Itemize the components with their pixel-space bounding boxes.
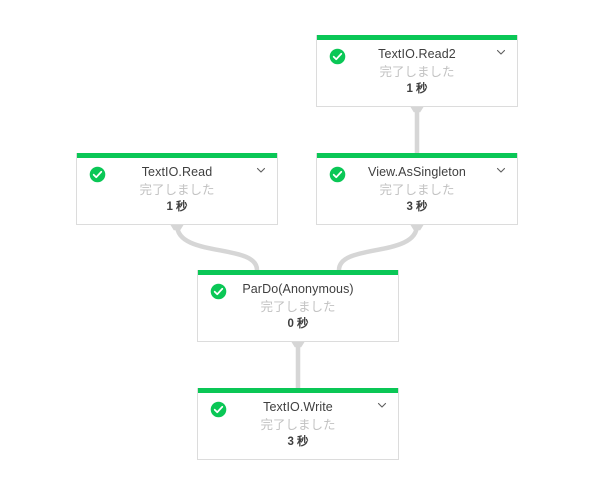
node-body: View.AsSingleton 完了しました 3 秒: [317, 158, 517, 224]
chevron-down-icon[interactable]: [495, 46, 507, 58]
graph-node-view-assingleton[interactable]: View.AsSingleton 完了しました 3 秒: [316, 153, 518, 225]
node-title: TextIO.Read2: [378, 47, 456, 61]
node-duration: 3 秒: [406, 201, 428, 213]
edge-source-nub: [410, 225, 424, 231]
graph-node-textio-read2[interactable]: TextIO.Read2 完了しました 1 秒: [316, 35, 518, 107]
check-circle-icon: [329, 48, 346, 65]
graph-edge: [174, 224, 260, 271]
check-circle-icon: [210, 283, 227, 300]
node-body: ParDo(Anonymous) 完了しました 0 秒: [198, 275, 398, 341]
node-status-label: 完了しました: [139, 183, 215, 197]
graph-node-textio-read[interactable]: TextIO.Read 完了しました 1 秒: [76, 153, 278, 225]
node-text-block: TextIO.Write 完了しました 3 秒: [198, 399, 398, 451]
node-text-block: TextIO.Read2 完了しました 1 秒: [317, 46, 517, 98]
chevron-down-icon[interactable]: [495, 164, 507, 176]
node-text-block: View.AsSingleton 完了しました 3 秒: [317, 164, 517, 216]
edge-source-nub: [410, 107, 424, 113]
node-body: TextIO.Read 完了しました 1 秒: [77, 158, 277, 224]
node-status-label: 完了しました: [260, 418, 336, 432]
graph-edge: [336, 224, 420, 271]
node-status-bar: [77, 153, 277, 158]
node-status-bar: [198, 388, 398, 393]
node-body: TextIO.Read2 完了しました 1 秒: [317, 40, 517, 106]
graph-node-pardo-anonymous[interactable]: ParDo(Anonymous) 完了しました 0 秒: [197, 270, 399, 342]
node-status-label: 完了しました: [379, 183, 455, 197]
node-title: View.AsSingleton: [368, 165, 466, 179]
edge-source-nub: [170, 225, 184, 231]
node-status-bar: [317, 153, 517, 158]
node-title: ParDo(Anonymous): [242, 282, 354, 296]
node-title: TextIO.Read: [141, 165, 213, 179]
node-duration: 1 秒: [166, 201, 188, 213]
check-circle-icon: [210, 401, 227, 418]
node-status-label: 完了しました: [379, 65, 455, 79]
edges-group: [174, 107, 420, 388]
node-title: TextIO.Write: [263, 400, 333, 414]
edge-source-nub: [291, 342, 305, 348]
node-status-bar: [198, 270, 398, 275]
node-status-bar: [317, 35, 517, 40]
node-duration: 1 秒: [406, 83, 428, 95]
node-duration: 3 秒: [287, 436, 309, 448]
chevron-down-icon[interactable]: [255, 164, 267, 176]
chevron-down-icon[interactable]: [376, 399, 388, 411]
node-duration: 0 秒: [287, 318, 309, 330]
node-body: TextIO.Write 完了しました 3 秒: [198, 393, 398, 459]
node-status-label: 完了しました: [260, 300, 336, 314]
graph-node-textio-write[interactable]: TextIO.Write 完了しました 3 秒: [197, 388, 399, 460]
node-text-block: TextIO.Read 完了しました 1 秒: [77, 164, 277, 216]
check-circle-icon: [89, 166, 106, 183]
node-text-block: ParDo(Anonymous) 完了しました 0 秒: [198, 281, 398, 333]
check-circle-icon: [329, 166, 346, 183]
